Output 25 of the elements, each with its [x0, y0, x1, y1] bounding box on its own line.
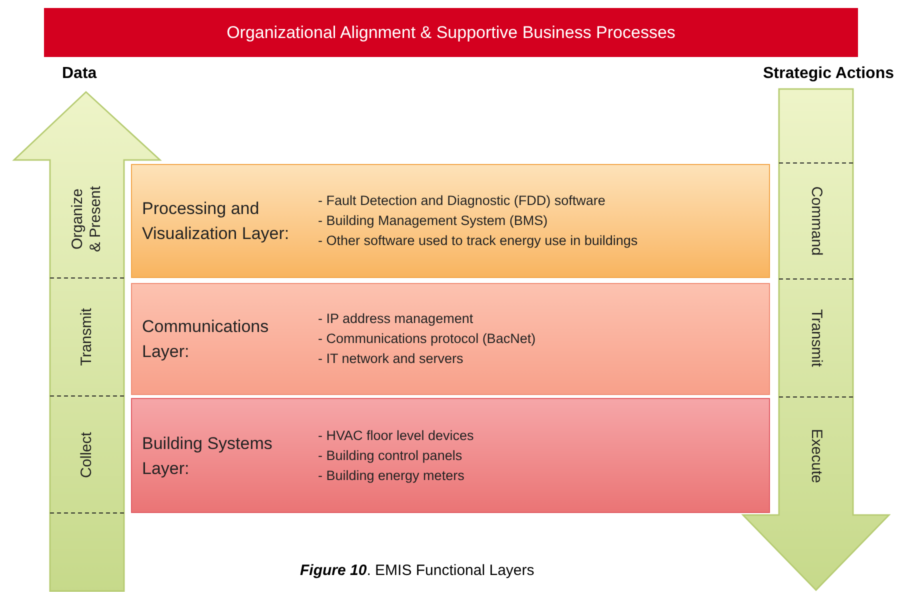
phase-label: Execute	[807, 428, 825, 486]
bullet-item: - Building energy meters	[318, 466, 466, 485]
layer-box	[131, 398, 770, 513]
phase-label: Collect	[78, 430, 96, 480]
layer-title: Communications Layer:	[141, 316, 270, 363]
layer-title: Building Systems Layer:	[141, 432, 274, 480]
bullet-item: - Communications protocol (BacNet)	[318, 330, 536, 348]
layer-box	[131, 164, 770, 278]
bullet-item: - Building control panels	[318, 446, 464, 465]
bullet-item: - IT network and servers	[318, 350, 464, 368]
axis-heading: Data	[62, 64, 97, 84]
phase-label: Transmit	[78, 307, 96, 368]
bullet-item: - IP address management	[318, 310, 474, 328]
layer-title: Processing and Visualization Layer:	[141, 198, 290, 245]
bullet-item: - Other software used to track energy use in buildings	[318, 232, 638, 250]
figure-caption: Figure 10. EMIS Functional Layers	[300, 561, 534, 581]
phase-label: Organize & Present	[69, 185, 105, 254]
bullet-item: - Building Management System (BMS)	[318, 212, 549, 230]
axis-heading: Strategic Actions	[763, 64, 894, 84]
bullet-item: - Fault Detection and Diagnostic (FDD) software	[318, 192, 606, 210]
bullet-item: - HVAC floor level devices	[318, 426, 474, 444]
title-banner: Organizational Alignment & Supportive Business Processes	[44, 8, 858, 57]
phase-label: Transmit	[807, 308, 825, 369]
phase-label: Command	[807, 185, 825, 258]
layer-box	[131, 283, 770, 395]
